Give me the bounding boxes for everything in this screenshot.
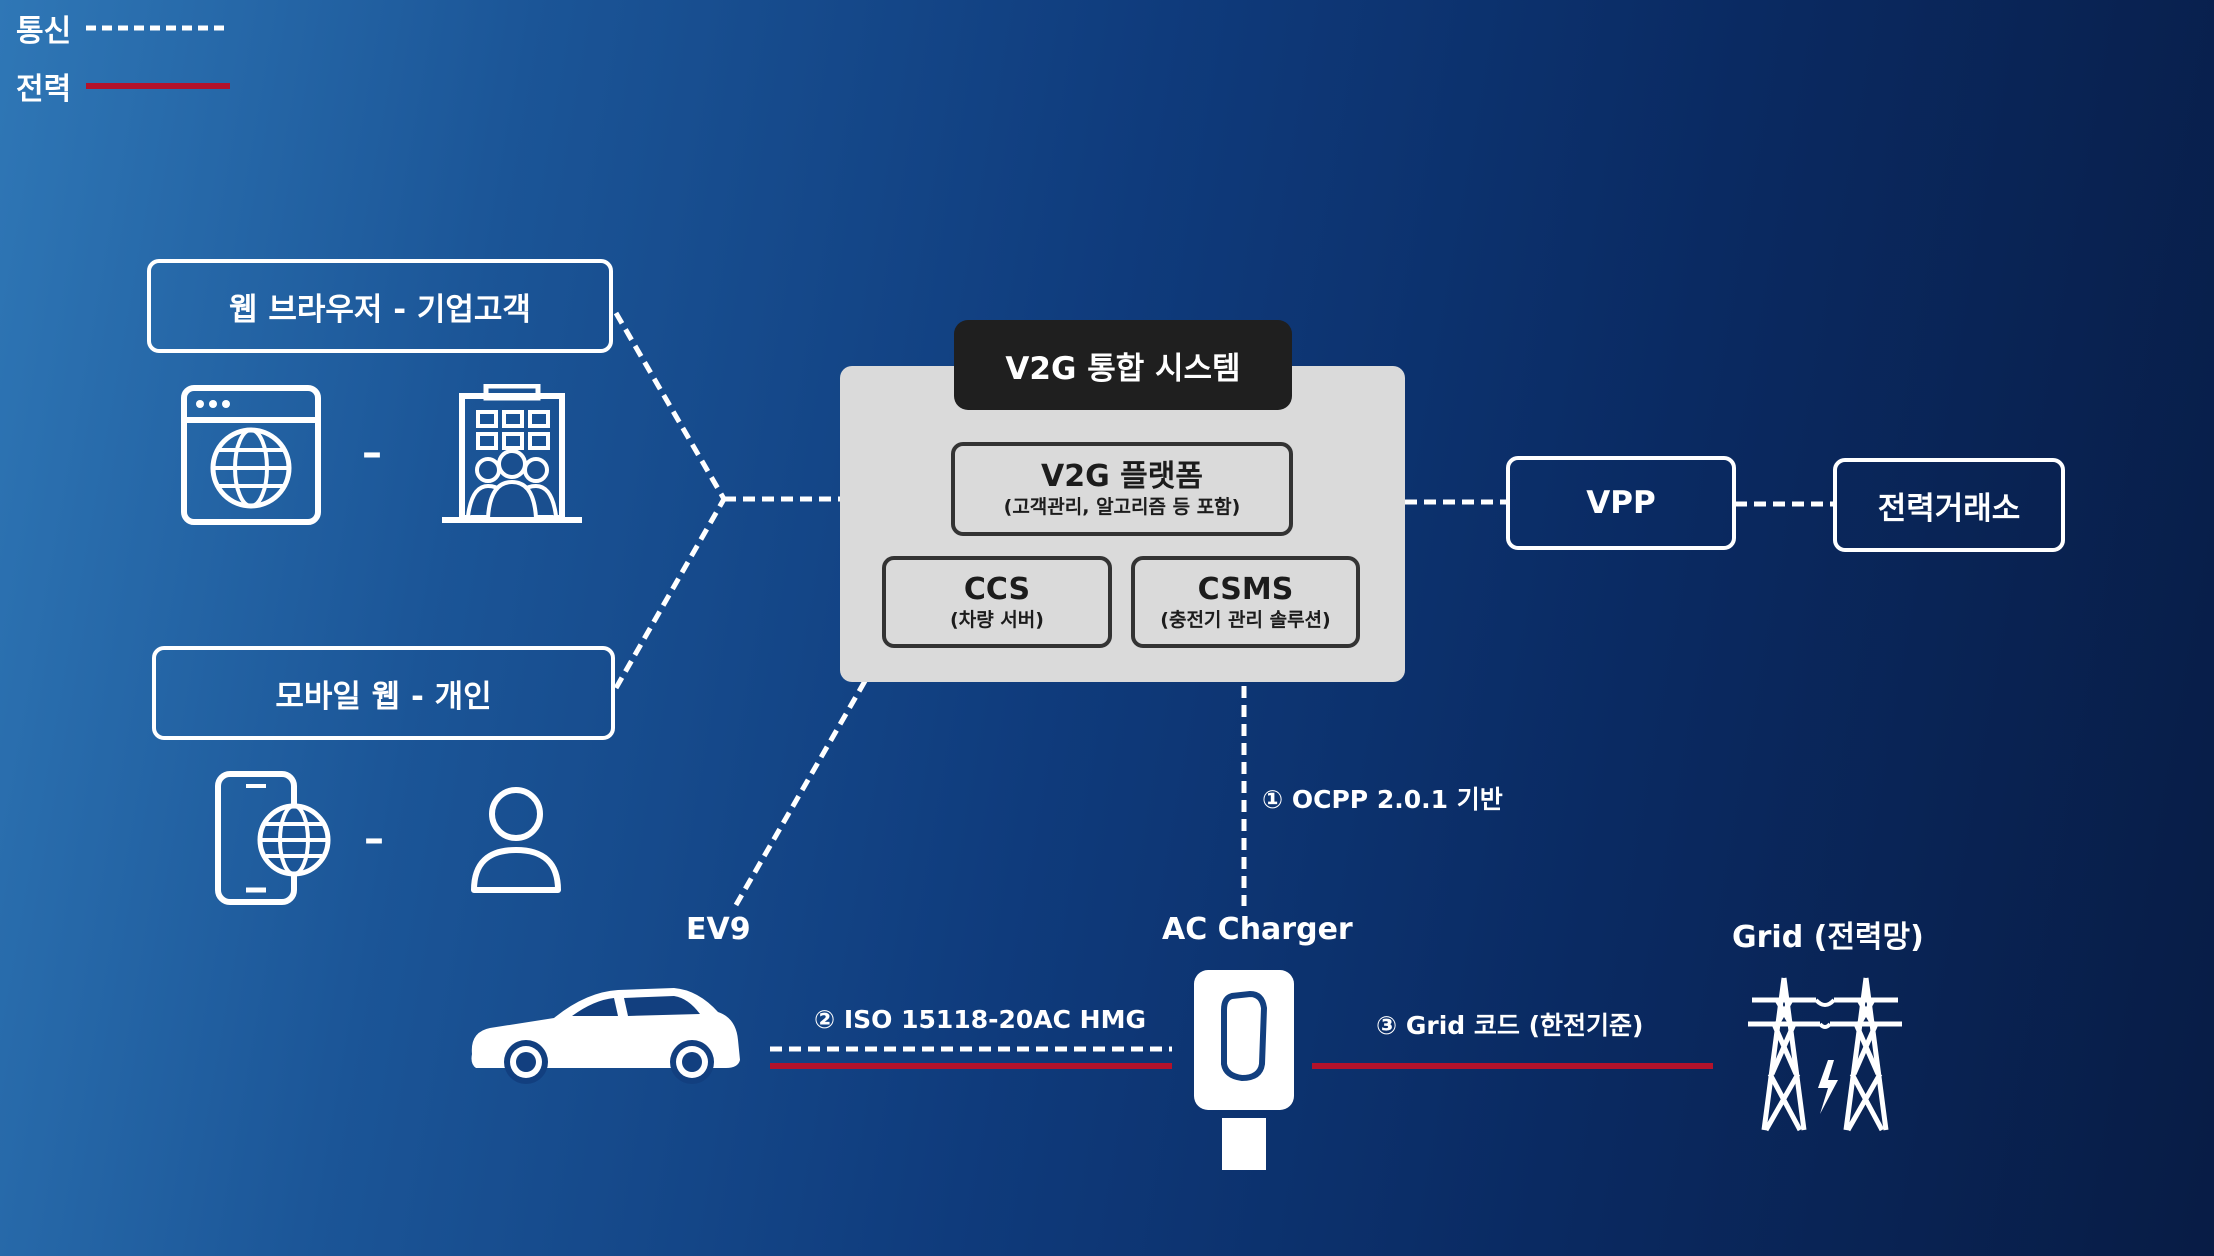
browser-globe-icon (181, 385, 321, 525)
mobile-client-label: 모바일 웹 - 개인 (275, 678, 492, 715)
v2g-system-title: V2G 통합 시스템 (954, 320, 1292, 410)
v2g-system-title-text: V2G 통합 시스템 (1005, 350, 1241, 387)
ccs-ev-link-line (733, 646, 887, 907)
v2g-system-panel (840, 366, 1405, 682)
mobile-client-box: 모바일 웹 - 개인 (152, 646, 615, 740)
legend-communication-label: 통신 (16, 14, 72, 49)
enterprise-client-box: 웹 브라우저 - 기업고객 (147, 259, 613, 353)
enterprise-dash: – (362, 430, 382, 476)
mobile-dash: – (364, 816, 384, 862)
mobile-link-line (613, 497, 727, 690)
legend-power-label: 전력 (16, 72, 72, 107)
ccs-subtitle: (차량 서버) (950, 609, 1044, 631)
enterprise-link-line (613, 311, 727, 501)
ocpp-protocol-label: ① OCPP 2.0.1 기반 (1262, 785, 1503, 814)
vpp-box: VPP (1506, 456, 1736, 550)
enterprise-client-label: 웹 브라우저 - 기업고객 (229, 291, 531, 328)
power-tower-icon (1748, 977, 1902, 1132)
csms-subtitle: (충전기 관리 솔루션) (1160, 609, 1331, 631)
building-people-icon (442, 384, 582, 523)
ccs-title: CCS (963, 572, 1031, 607)
v2g-platform-title: V2G 플랫폼 (1041, 459, 1203, 494)
phone-globe-icon (215, 771, 331, 905)
v2g-platform-box: V2G 플랫폼 (고객관리, 알고리즘 등 포함) (951, 442, 1293, 536)
csms-box: CSMS (충전기 관리 솔루션) (1131, 556, 1360, 648)
grid-code-label: ③ Grid 코드 (한전기준) (1376, 1011, 1644, 1040)
power-exchange-box: 전력거래소 (1833, 458, 2065, 552)
suv-car-icon (471, 988, 740, 1084)
ev9-label: EV9 (686, 912, 751, 947)
iso-protocol-label: ② ISO 15118-20AC HMG (814, 1005, 1146, 1034)
ac-charger-label: AC Charger (1162, 912, 1353, 947)
ac-charger-icon (1194, 970, 1294, 1170)
grid-label: Grid (전력망) (1732, 920, 1924, 955)
power-exchange-label: 전력거래소 (1877, 490, 2021, 527)
csms-title: CSMS (1197, 572, 1294, 607)
ccs-box: CCS (차량 서버) (882, 556, 1112, 648)
v2g-platform-subtitle: (고객관리, 알고리즘 등 포함) (1003, 496, 1241, 518)
person-icon (471, 787, 561, 893)
vpp-label: VPP (1586, 485, 1656, 521)
